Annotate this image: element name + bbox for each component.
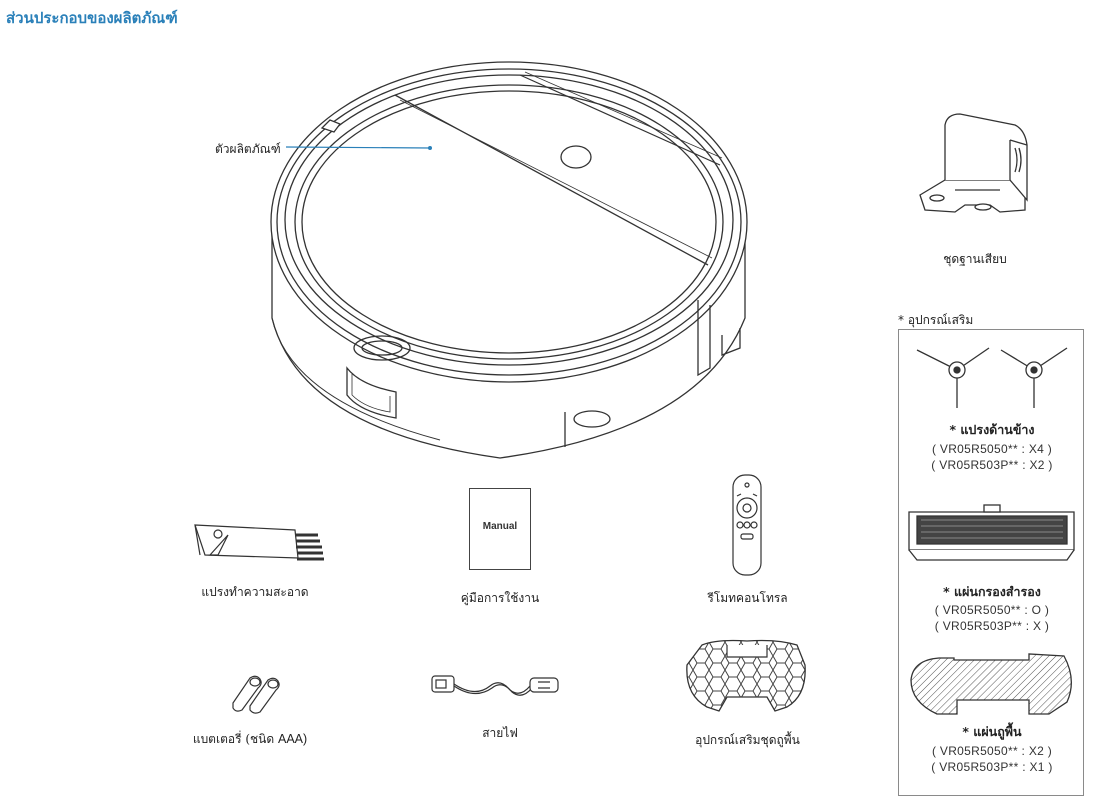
side-brush-title: * แปรงด้านข้าง: [949, 422, 1035, 437]
mop-pad-code-2: ( VR05R503P** : X1 ): [931, 760, 1053, 774]
mop-pad-code-1: ( VR05R5050** : X2 ): [931, 744, 1053, 758]
batteries-illustration: [232, 675, 280, 714]
spare-filter-title: * แผ่นกรองสำรอง: [943, 584, 1041, 599]
remote-control-illustration: [732, 474, 762, 576]
side-brush-code-1: ( VR05R5050** : X4 ): [931, 442, 1053, 456]
batteries-label: แบตเตอรี่ (ชนิด AAA): [175, 730, 325, 749]
page-title: ส่วนประกอบของผลิตภัณฑ์: [6, 9, 178, 27]
optional-accessories-box: * แปรงด้านข้าง ( VR05R5050** : X4 ) ( VR…: [898, 329, 1084, 796]
mop-pad-illustration: [910, 653, 1072, 715]
cleaning-brush-illustration: [194, 524, 324, 561]
side-brushes-illustration: [916, 347, 1068, 408]
product-body-label: ตัวผลิตภัณฑ์: [215, 142, 281, 156]
manual-cover-text: Manual: [482, 521, 518, 532]
mop-accessory-label: อุปกรณ์เสริมชุดถูพื้น: [695, 733, 800, 747]
docking-station-label: ชุดฐานเสียบ: [943, 252, 1007, 266]
manual-illustration: Manual: [469, 488, 531, 570]
batteries-type: AAA): [277, 732, 308, 746]
docking-station-illustration: [919, 113, 1028, 213]
power-cord-illustration: [431, 675, 559, 696]
mop-accessory-illustration: [686, 639, 806, 712]
power-cord-label: สายไฟ: [482, 726, 518, 740]
spare-filter-code-2: ( VR05R503P** : X ): [934, 619, 1050, 633]
manual-label: คู่มือการใช้งาน: [460, 591, 540, 605]
spare-filter-illustration: [908, 504, 1075, 561]
spare-filter-code-1: ( VR05R5050** : O ): [934, 603, 1050, 617]
cleaning-brush-label: แปรงทำความสะอาด: [201, 585, 309, 599]
batteries-label-prefix: แบตเตอรี่ (ชนิด: [192, 732, 278, 746]
mop-pad-title: * แผ่นถูพื้น: [962, 724, 1022, 739]
side-brush-code-2: ( VR05R503P** : X2 ): [931, 458, 1053, 472]
optional-accessories-header: * อุปกรณ์เสริม: [898, 313, 974, 327]
remote-control-label: รีโมทคอนโทรล: [707, 591, 788, 605]
